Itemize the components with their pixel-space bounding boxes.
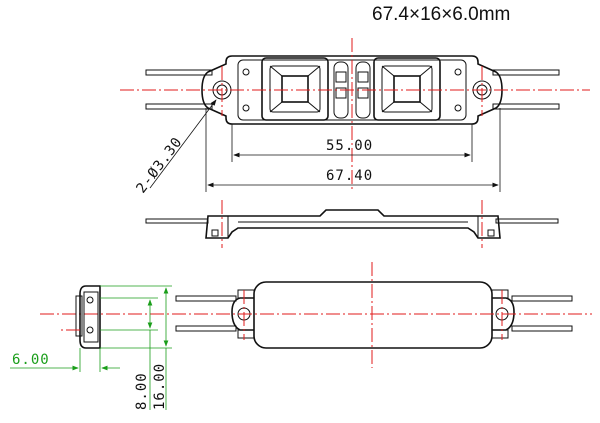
- hole-diameter-label: 2-Ø3.30: [133, 134, 186, 196]
- hole-offset-label: 8.00: [134, 372, 150, 410]
- end-view: 6.00 8.00 16.00: [10, 285, 172, 410]
- width-label: 16.00: [152, 363, 168, 410]
- top-view-wires-right: [492, 69, 560, 110]
- led-right: [373, 57, 441, 121]
- dimension-title: 67.4×16×6.0mm: [372, 4, 511, 25]
- bottom-view-body: [253, 281, 493, 349]
- led-left: [261, 57, 329, 121]
- overall-length-label: 67.40: [326, 168, 373, 184]
- side-view: [145, 200, 559, 248]
- bottom-view: [40, 262, 592, 368]
- hole-diameter-leader: [149, 99, 217, 189]
- top-view-wires-left: [145, 69, 213, 110]
- hole-spacing-label: 55.00: [326, 138, 373, 154]
- thickness-label: 6.00: [12, 352, 50, 368]
- side-view-body: [205, 209, 501, 239]
- top-view: 2-Ø3.30 55.00 67.40: [120, 38, 590, 196]
